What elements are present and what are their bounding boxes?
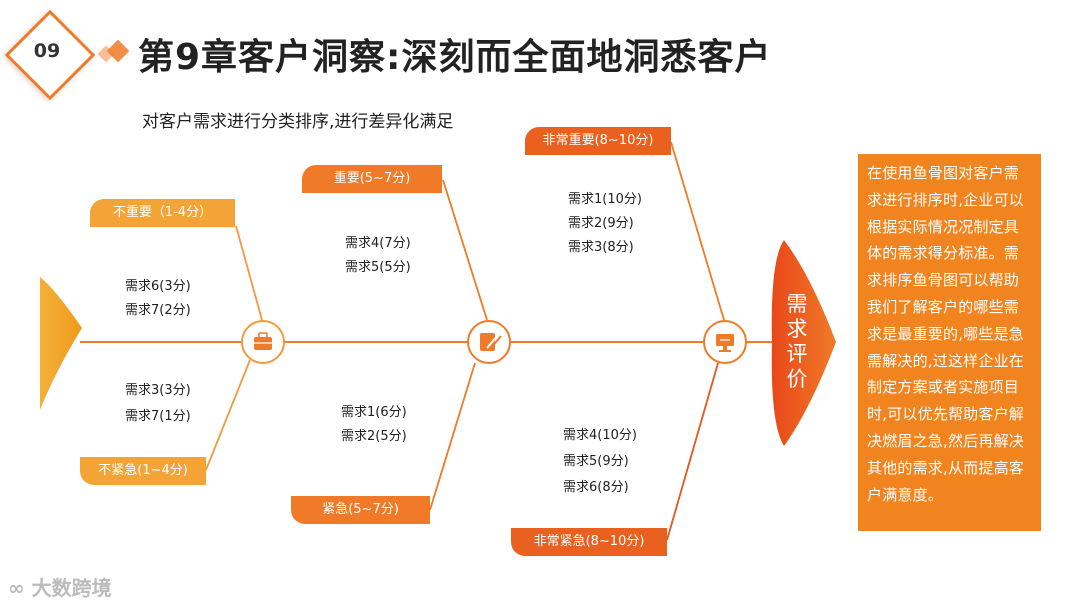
tag-important: 重要(5~7分) bbox=[302, 165, 442, 193]
list-item: 需求1(6分) bbox=[341, 401, 407, 425]
tag-not-urgent: 不紧急(1~4分) bbox=[80, 457, 206, 485]
list-item: 需求6(3分) bbox=[125, 275, 191, 299]
items-not-urgent: 需求3(3分) 需求7(1分) bbox=[125, 378, 191, 430]
bone-not-important bbox=[236, 226, 262, 320]
tag-not-important: 不重要（1-4分） bbox=[90, 199, 235, 227]
list-item: 需求3(3分) bbox=[125, 378, 191, 404]
watermark-logo: ∞ 大数跨境 bbox=[8, 572, 112, 601]
fish-tail bbox=[40, 277, 82, 410]
items-very-urgent: 需求4(10分) 需求5(9分) 需求6(8分) bbox=[563, 423, 637, 501]
list-item: 需求7(1分) bbox=[125, 404, 191, 430]
items-important: 需求4(7分) 需求5(5分) bbox=[345, 232, 411, 280]
tag-very-urgent: 非常紧急(8~10分) bbox=[511, 528, 667, 556]
bone-important bbox=[443, 180, 487, 320]
list-item: 需求4(7分) bbox=[345, 232, 411, 256]
infinity-icon: ∞ bbox=[8, 576, 32, 600]
list-item: 需求5(5分) bbox=[345, 256, 411, 280]
briefcase-icon bbox=[242, 321, 284, 363]
list-item: 需求3(8分) bbox=[568, 236, 642, 260]
edit-icon bbox=[468, 321, 510, 363]
bone-urgent bbox=[430, 363, 475, 510]
items-not-important: 需求6(3分) 需求7(2分) bbox=[125, 275, 191, 323]
head-label: 需求评价 bbox=[780, 292, 814, 392]
items-urgent: 需求1(6分) 需求2(5分) bbox=[341, 401, 407, 449]
list-item: 需求5(9分) bbox=[563, 449, 637, 475]
note-box: 在使用鱼骨图对客户需求进行排序时,企业可以根据实际情况况制定具体的需求得分标准。… bbox=[858, 154, 1041, 531]
bone-very-important bbox=[671, 142, 724, 320]
bone-very-urgent bbox=[667, 363, 718, 540]
list-item: 需求1(10分) bbox=[568, 188, 642, 212]
bone-not-urgent bbox=[206, 360, 250, 470]
watermark-text: 大数跨境 bbox=[32, 576, 112, 600]
list-item: 需求4(10分) bbox=[563, 423, 637, 449]
list-item: 需求7(2分) bbox=[125, 299, 191, 323]
monitor-icon bbox=[704, 321, 746, 363]
tag-urgent: 紧急(5~7分) bbox=[291, 496, 430, 524]
list-item: 需求2(9分) bbox=[568, 212, 642, 236]
tag-very-important: 非常重要(8~10分) bbox=[525, 127, 671, 155]
list-item: 需求6(8分) bbox=[563, 475, 637, 501]
list-item: 需求2(5分) bbox=[341, 425, 407, 449]
items-very-important: 需求1(10分) 需求2(9分) 需求3(8分) bbox=[568, 188, 642, 260]
